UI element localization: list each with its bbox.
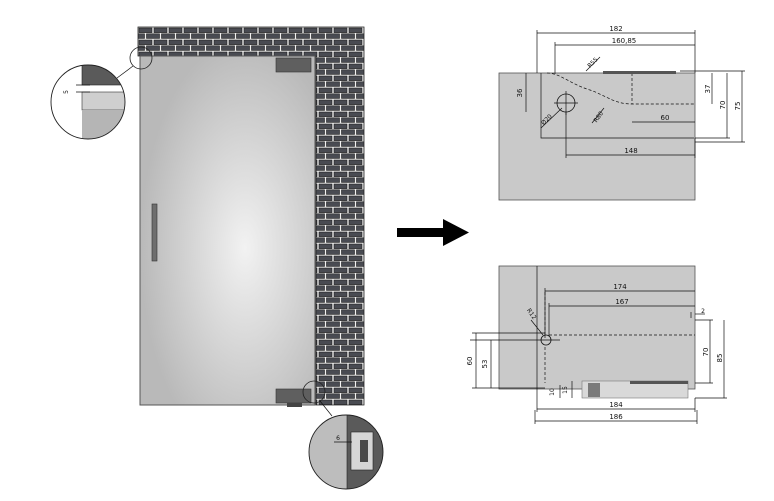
dim-70-bottom: 70 <box>702 348 710 357</box>
dim-184: 184 <box>609 401 623 409</box>
dim-37: 37 <box>704 85 712 94</box>
brick-wall <box>137 26 365 406</box>
dim-36: 36 <box>516 88 524 97</box>
dim-186: 186 <box>609 413 623 421</box>
dim-174: 174 <box>613 283 627 291</box>
dim-70-top: 70 <box>719 101 727 110</box>
glass-door-panel <box>139 55 316 406</box>
dim-182: 182 <box>609 25 622 33</box>
dim-60-bottom: 60 <box>466 357 474 366</box>
dim-15: 15 <box>562 386 569 394</box>
bottom-leader-line <box>319 400 333 417</box>
dim-10: 10 <box>549 388 556 396</box>
top-leader-line <box>116 65 134 79</box>
bottom-gap-label: 6 <box>336 435 340 442</box>
door-elevation: 5 6 <box>50 26 384 490</box>
dim-167: 167 <box>615 298 628 306</box>
door-handle <box>151 203 158 262</box>
top-detail-magnifier <box>51 65 125 139</box>
bottom-detail-marker <box>302 380 326 404</box>
bottom-detail-magnifier <box>309 415 383 489</box>
dim-85: 85 <box>716 354 724 363</box>
dim-2: 2 <box>701 308 705 315</box>
bottom-hinge-patch <box>275 388 312 404</box>
top-hinge-plate-drawing: 182 160,85 R55 Ø20 R80 148 60 36 37 70 7… <box>498 25 745 201</box>
top-hinge-patch <box>275 57 312 73</box>
dim-75: 75 <box>734 102 742 111</box>
right-arrow-icon <box>397 219 469 246</box>
dim-53: 53 <box>481 360 489 369</box>
bottom-pivot <box>287 403 302 407</box>
dim-60: 60 <box>661 114 670 122</box>
dim-r55: R55 <box>586 56 599 69</box>
top-detail-marker <box>129 46 153 70</box>
top-gap-label: 5 <box>63 90 70 94</box>
dim-148: 148 <box>624 147 637 155</box>
dim-160-85: 160,85 <box>612 37 637 45</box>
bottom-hinge-plate-drawing: 174 167 2 R12 60 53 70 85 10 15 184 <box>466 265 727 424</box>
